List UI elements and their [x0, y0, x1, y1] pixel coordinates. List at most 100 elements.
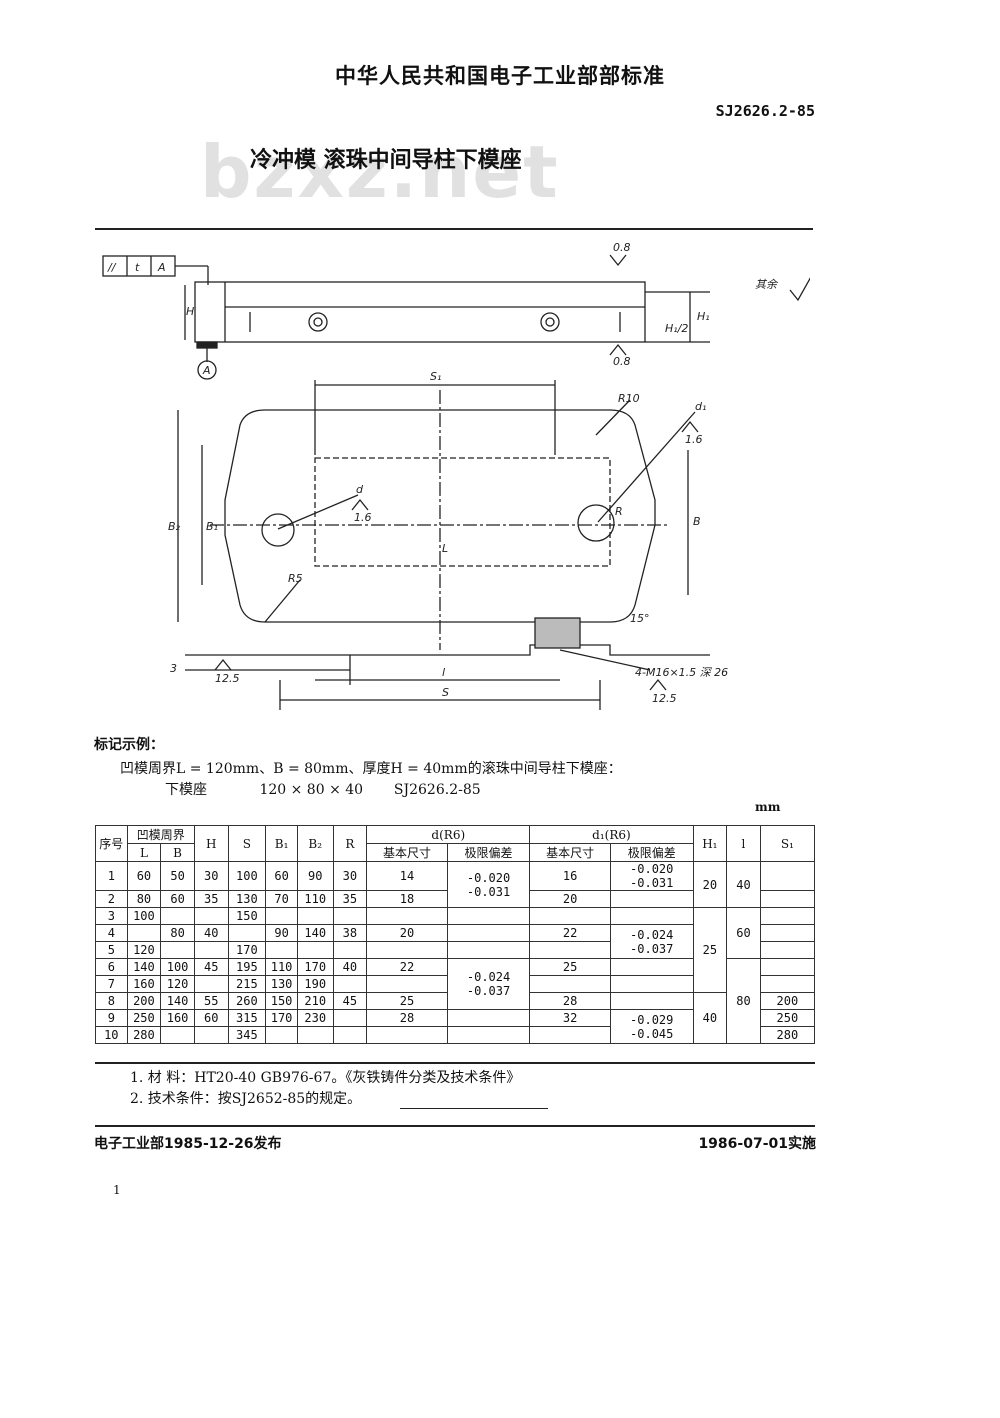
cell-r	[332, 975, 368, 993]
note-technical: 2. 技术条件：按SJ2652-85的规定。	[130, 1091, 362, 1107]
cell-d-basic	[366, 941, 448, 959]
cell-s1	[759, 861, 816, 891]
cell-b2	[296, 907, 334, 925]
cell-l: 160	[126, 975, 162, 993]
guide-hole-left	[261, 513, 295, 547]
roughness-base: 12.5	[215, 672, 240, 685]
example-line: 凹模周界L = 120mm、B = 80mm、厚度H = 40mm的滚珠中间导柱…	[120, 761, 622, 777]
cell-h	[193, 941, 229, 959]
cell-r	[332, 941, 368, 959]
cell-d1-limit	[609, 890, 694, 908]
cell-h	[193, 975, 229, 993]
col-B: B	[160, 843, 195, 862]
cell-s: 195	[227, 958, 267, 976]
cell-b: 160	[160, 1009, 195, 1027]
cell-d1-basic: 20	[529, 890, 611, 908]
cell-d1-basic	[529, 975, 611, 993]
cell-d-basic	[366, 907, 448, 925]
cell-s1	[759, 975, 816, 993]
col-d-basic: 基本尺寸	[366, 843, 448, 862]
label-h1: H₁	[697, 310, 710, 323]
roughness-top: 0.8	[613, 241, 631, 254]
tolerance-datum: A	[157, 261, 166, 274]
cell-h	[193, 1026, 229, 1044]
cell-r: 38	[332, 924, 368, 942]
label-d1: d₁	[695, 400, 706, 413]
col-L: L	[126, 843, 162, 862]
cell-b: 140	[160, 992, 195, 1010]
col-seq: 序号	[95, 825, 128, 862]
label-s: S	[442, 686, 449, 699]
cell-s1: 200	[759, 992, 816, 1010]
cell-d-basic: 22	[366, 958, 448, 976]
cell-d-basic: 20	[366, 924, 448, 942]
cell-r: 45	[332, 992, 368, 1010]
spec-table: 序号 凹模周界 H S B₁ B₂ R d(R6) d₁(R6) H₁ l S₁…	[95, 825, 816, 1044]
cell-d1-basic	[529, 941, 611, 959]
cell-l: 60	[126, 861, 162, 891]
cell-d-limit	[446, 924, 531, 942]
cell-n: 1	[95, 861, 128, 891]
cell-h: 40	[193, 924, 229, 942]
cell-s1: 280	[759, 1026, 816, 1044]
cell-b1: 110	[265, 958, 298, 976]
datum-label: A	[202, 364, 211, 377]
label-l-upper: L	[442, 542, 448, 555]
cell-b2: 90	[296, 861, 334, 891]
technical-drawing: // t A A 0.8 0.8 1.6 1.6 12.5 12.5 其余 S₁…	[102, 241, 810, 710]
page-number: 1	[113, 1183, 121, 1197]
cell-d-limit	[446, 907, 531, 925]
cell-h	[193, 907, 229, 925]
cell-h: 35	[193, 890, 229, 908]
cell-h: 30	[193, 861, 229, 891]
col-d1-basic: 基本尺寸	[529, 843, 611, 862]
cell-r	[332, 1009, 368, 1027]
cell-d-basic: 28	[366, 1009, 448, 1027]
example-label: 标记示例：	[94, 737, 164, 753]
cell-b1	[265, 1026, 298, 1044]
cell-b1	[265, 941, 298, 959]
cell-s1	[759, 941, 816, 959]
cell-h: 45	[193, 958, 229, 976]
cell-h1: 25	[692, 907, 728, 993]
col-r: R	[332, 825, 368, 862]
cell-n: 9	[95, 1009, 128, 1027]
cell-d1-basic: 22	[529, 924, 611, 942]
cell-d-basic	[366, 975, 448, 993]
cell-d1-basic: 28	[529, 992, 611, 1010]
cell-s	[227, 924, 267, 942]
cell-b1: 60	[265, 861, 298, 891]
cell-n: 5	[95, 941, 128, 959]
tolerance-t: t	[135, 261, 140, 274]
cell-r	[332, 1026, 368, 1044]
notes-rule	[400, 1108, 548, 1109]
standard-code: SJ2626.2-85	[715, 102, 815, 120]
cell-b	[160, 941, 195, 959]
document-title: 冷冲模 滚珠中间导柱下模座	[250, 148, 522, 173]
effective-date: 1986-07-01实施	[698, 1136, 816, 1152]
cell-d1-basic	[529, 907, 611, 925]
label-b: B	[693, 515, 701, 528]
cell-d-limit: -0.020 -0.031	[446, 861, 531, 908]
col-die-perimeter: 凹模周界	[126, 825, 195, 844]
issued-date: 电子工业部1985-12-26发布	[94, 1136, 282, 1152]
cell-b: 120	[160, 975, 195, 993]
cell-s: 150	[227, 907, 267, 925]
cell-d1-basic: 16	[529, 861, 611, 891]
col-d-limit: 极限偏差	[446, 843, 531, 862]
roughness-base2: 12.5	[652, 692, 677, 705]
cell-b	[160, 1026, 195, 1044]
cell-b2	[296, 941, 334, 959]
col-d: d(R6)	[366, 825, 531, 844]
org-title: 中华人民共和国电子工业部部标准	[335, 64, 665, 88]
label-angle: 15°	[630, 612, 650, 625]
others-note: 其余	[755, 278, 779, 291]
cell-r: 30	[332, 861, 368, 891]
